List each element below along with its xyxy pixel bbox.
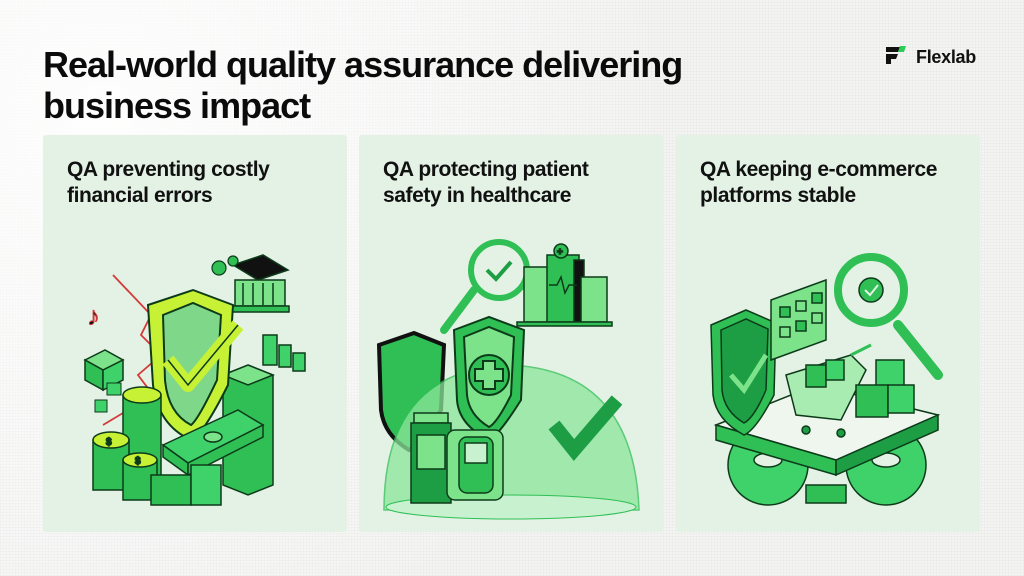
card-title: QA preventing costly financial errors [67, 158, 270, 207]
card-title: QA protecting patient safety in healthca… [383, 158, 589, 207]
shield-check-icon [146, 288, 244, 442]
magnifier-gear-icon [834, 253, 943, 380]
healthcare-dome-illustration: + [359, 235, 663, 525]
gears-icon [211, 255, 239, 276]
flexlab-logo-icon [884, 44, 908, 71]
banknotes-icon [150, 409, 265, 506]
svg-text:$: $ [106, 437, 112, 448]
shield-check-icon [710, 309, 777, 436]
brand-name: Flexlab [916, 47, 976, 67]
social-app-icon: ♪ [87, 301, 100, 331]
page-title: Real-world quality assurance delivering … [43, 44, 683, 126]
hospital-icon: + [516, 243, 613, 327]
browser-grid-icon [770, 278, 827, 362]
card-financial: QA preventing costly financial errors [43, 135, 347, 532]
pill-bottle-icon [410, 412, 452, 504]
svg-text:$: $ [135, 456, 141, 467]
bank-icon [230, 254, 290, 313]
brand-logo: Flexlab [884, 44, 976, 71]
card-healthcare: QA protecting patient safety in healthca… [359, 135, 663, 532]
shopping-cart-icon [785, 343, 872, 438]
boxes-icon [855, 359, 915, 418]
svg-text:+: + [557, 247, 563, 258]
medical-shield-icon [452, 315, 526, 442]
magnifier-check-icon [440, 239, 530, 334]
card-ecommerce: QA keeping e-commerce platforms stable [676, 135, 980, 532]
finance-shield-coins-illustration: ♪ $ [43, 235, 347, 525]
checkmark-icon [548, 395, 623, 461]
glucose-meter-icon [446, 429, 504, 501]
card-title: QA keeping e-commerce platforms stable [700, 158, 938, 207]
ecommerce-platform-illustration [676, 235, 980, 525]
